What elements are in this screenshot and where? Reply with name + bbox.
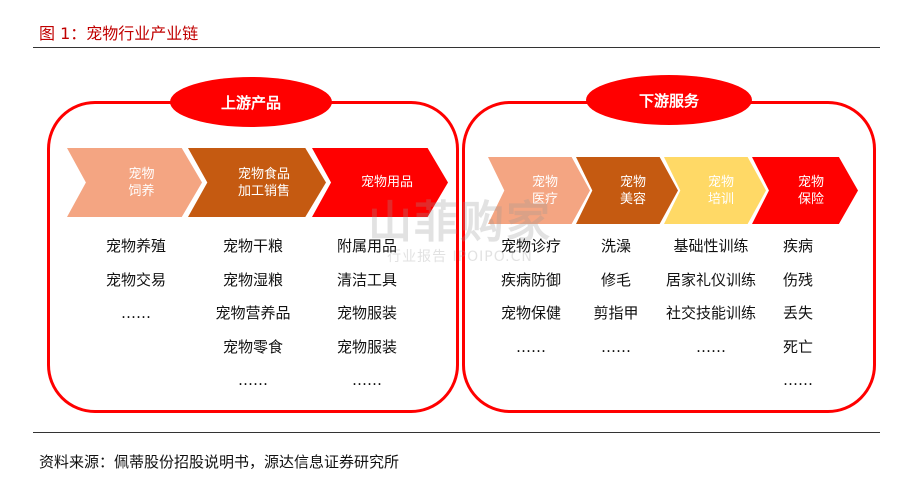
downstream-column-insurance: 疾病 伤残 丢失 死亡 …… xyxy=(783,236,813,404)
list-item: …… xyxy=(515,337,546,356)
downstream-label: 下游服务 xyxy=(586,75,752,125)
downstream-column-grooming: 洗澡 修毛 剪指甲 …… xyxy=(593,236,638,370)
list-item: 宠物服装 xyxy=(336,304,398,322)
list-item: 宠物保健 xyxy=(500,304,562,322)
figure-title: 图 1：宠物行业产业链 xyxy=(39,24,199,43)
downstream-column-training: 基础性训练 居家礼仪训练 社交技能训练 …… xyxy=(666,236,756,370)
list-item: 修毛 xyxy=(600,270,632,289)
arrow-pet-insurance: 宠物 保险 xyxy=(752,157,858,224)
list-item: 丢失 xyxy=(782,304,814,322)
list-item: 剪指甲 xyxy=(593,304,639,322)
list-item: 附属用品 xyxy=(336,237,398,255)
upstream-column-supplies: 附属用品 清洁工具 宠物服装 宠物服装 …… xyxy=(337,236,397,404)
arrow-pet-grooming: 宠物 美容 xyxy=(576,157,678,224)
list-item: …… xyxy=(695,337,726,356)
list-item: …… xyxy=(600,337,631,356)
arrow-pet-supplies: 宠物用品 xyxy=(312,148,448,217)
list-item: …… xyxy=(120,304,151,322)
list-item: 宠物交易 xyxy=(105,270,167,289)
downstream-column-medical: 宠物诊疗 疾病防御 宠物保健 …… xyxy=(501,236,561,370)
list-item: 宠物干粮 xyxy=(222,237,284,255)
list-item: 宠物湿粮 xyxy=(222,270,284,289)
list-item: 伤残 xyxy=(782,270,814,289)
list-item: 居家礼仪训练 xyxy=(665,270,757,289)
list-item: 宠物零食 xyxy=(222,337,284,356)
bottom-rule xyxy=(33,432,880,433)
arrow-pet-food: 宠物食品 加工销售 xyxy=(188,148,326,217)
top-rule xyxy=(33,47,880,48)
list-item: 宠物服装 xyxy=(336,337,398,356)
arrow-pet-training: 宠物 培训 xyxy=(664,157,766,224)
list-item: 宠物养殖 xyxy=(105,237,167,255)
list-item: …… xyxy=(351,371,382,389)
list-item: 清洁工具 xyxy=(336,270,398,289)
list-item: 洗澡 xyxy=(600,237,632,255)
upstream-label: 上游产品 xyxy=(170,77,332,127)
upstream-column-food: 宠物干粮 宠物湿粮 宠物营养品 宠物零食 …… xyxy=(215,236,290,404)
list-item: 死亡 xyxy=(782,337,814,356)
list-item: …… xyxy=(237,371,268,389)
list-item: …… xyxy=(782,371,813,389)
list-item: 宠物营养品 xyxy=(215,304,291,322)
arrow-pet-breeding: 宠物 饲养 xyxy=(67,148,202,217)
list-item: 基础性训练 xyxy=(673,237,749,255)
upstream-column-breeding: 宠物养殖 宠物交易 …… xyxy=(106,236,166,337)
list-item: 疾病防御 xyxy=(500,270,562,289)
list-item: 社交技能训练 xyxy=(665,304,757,322)
list-item: 宠物诊疗 xyxy=(500,237,562,255)
source-note: 资料来源：佩蒂股份招股说明书，源达信息证券研究所 xyxy=(39,453,400,471)
list-item: 疾病 xyxy=(782,237,814,255)
arrow-pet-medical: 宠物 医疗 xyxy=(488,157,590,224)
